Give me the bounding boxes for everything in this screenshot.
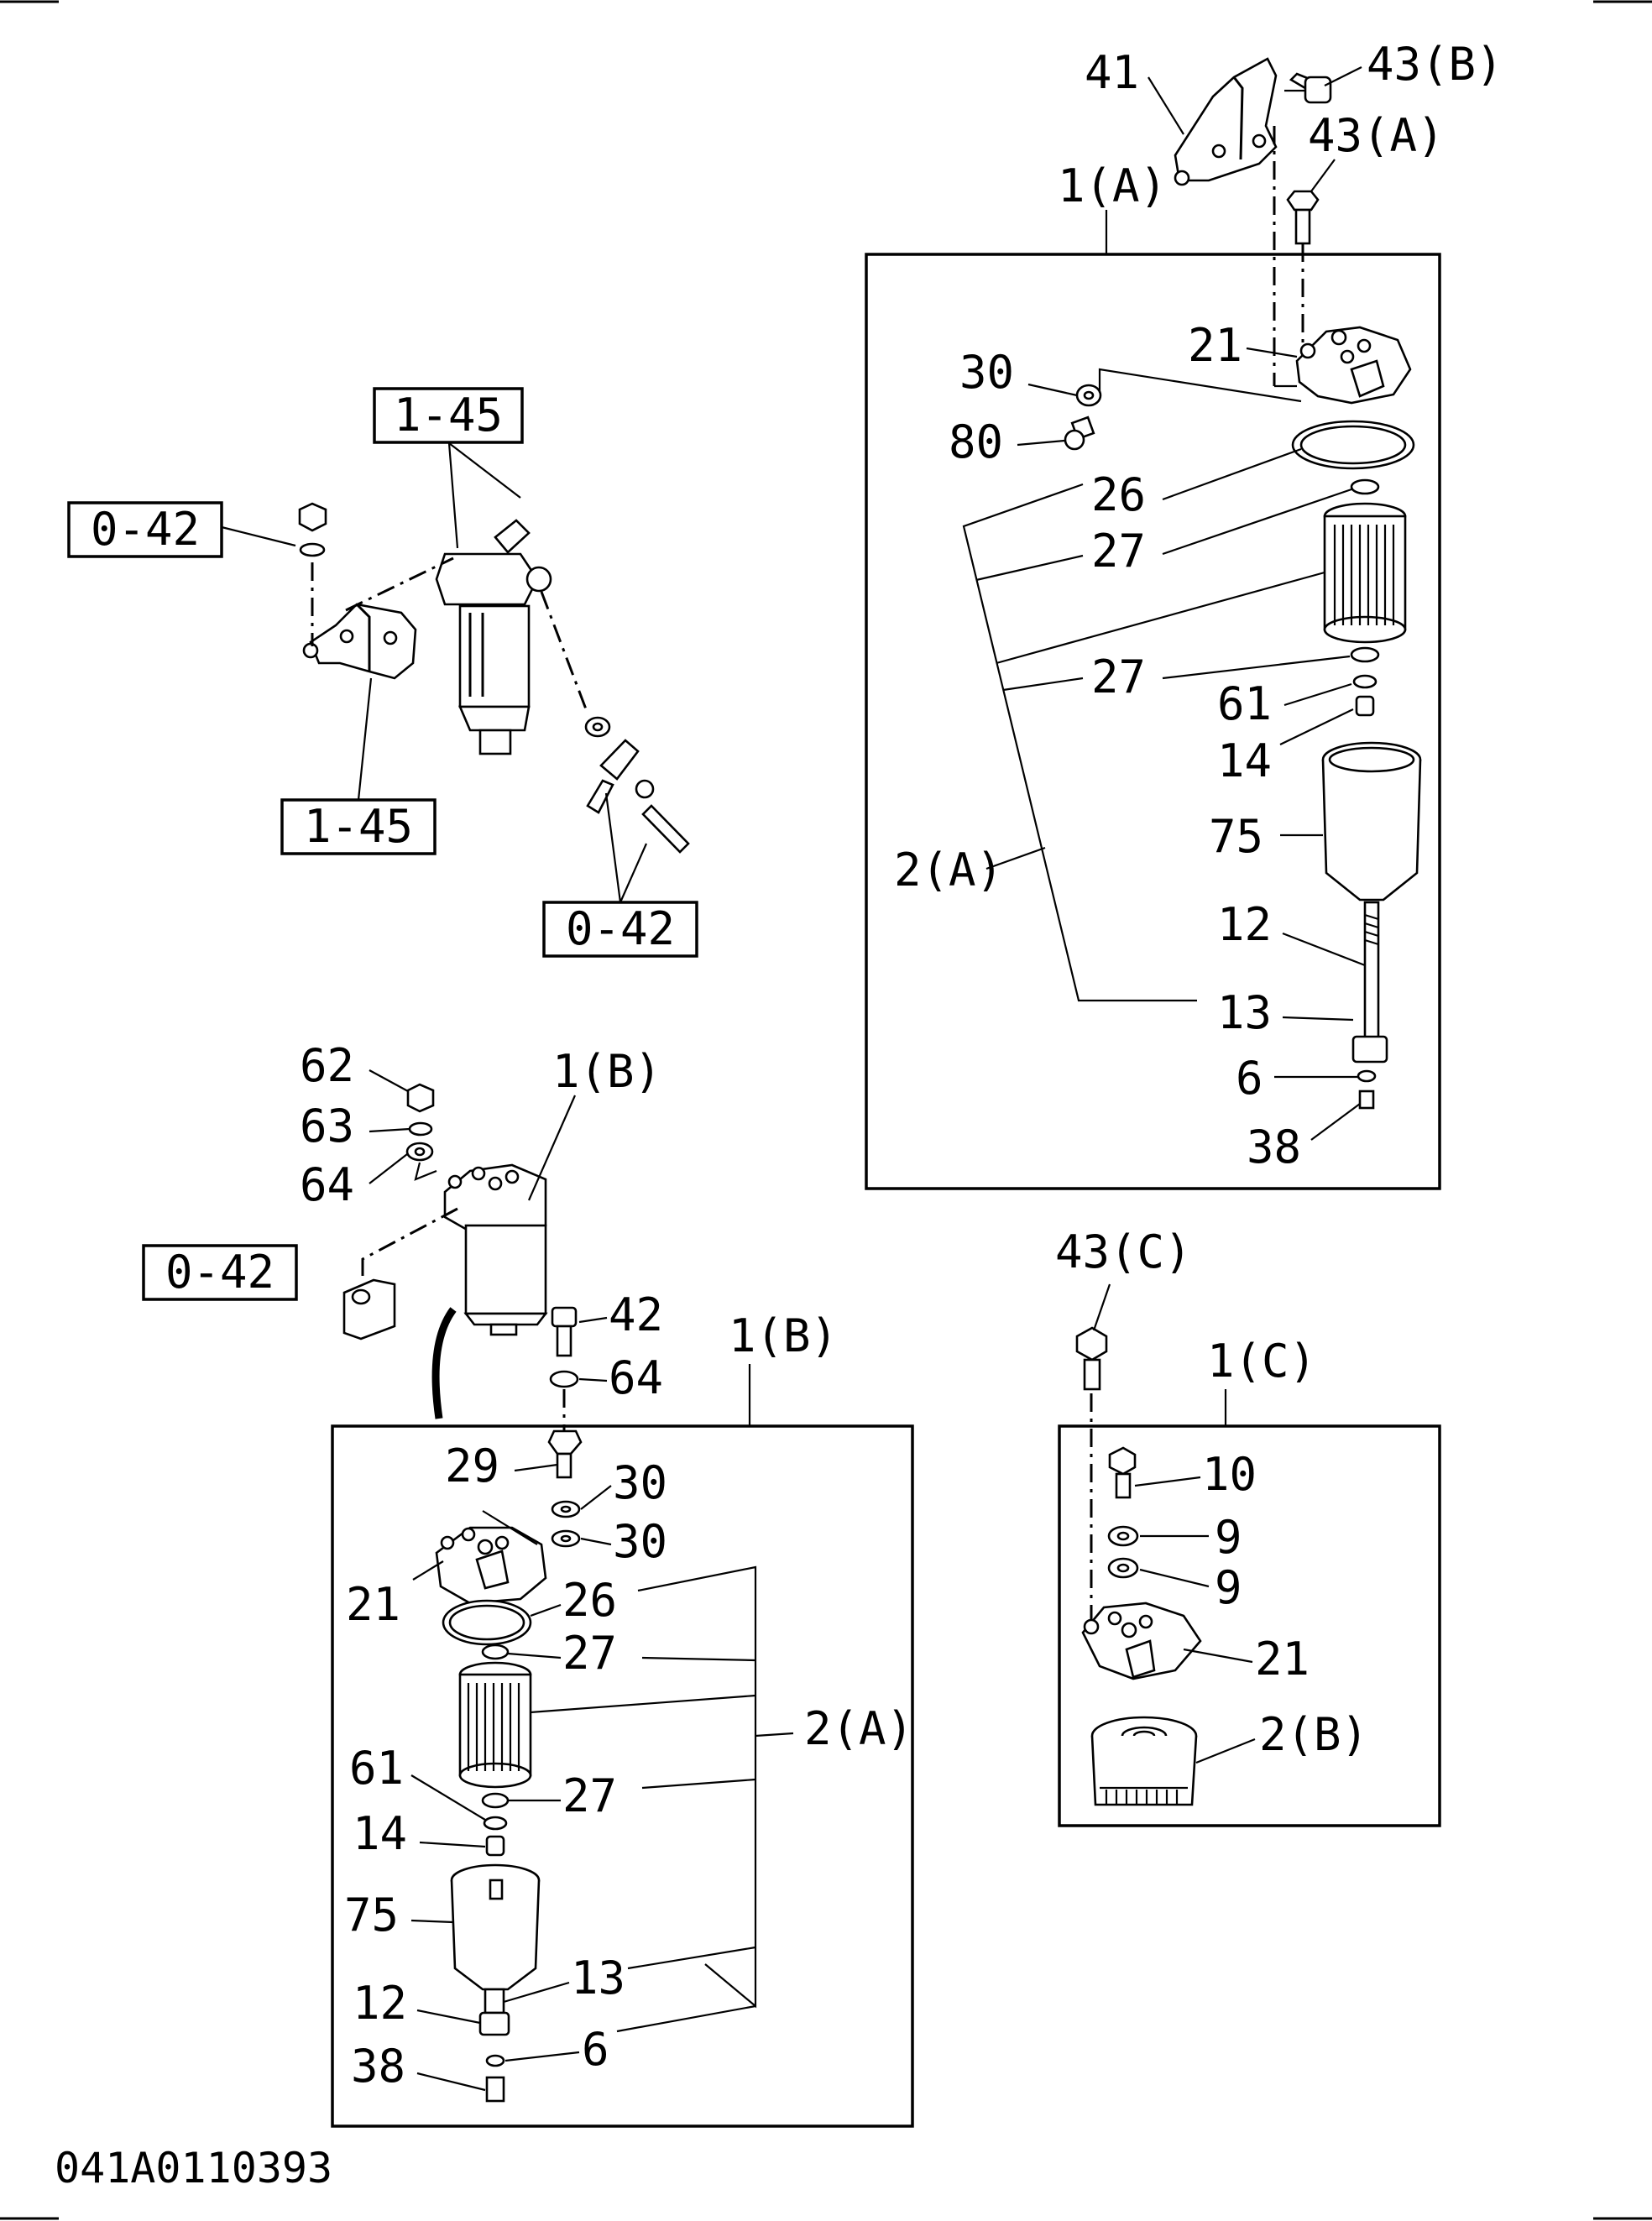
label-26-b: 26 xyxy=(562,1574,617,1627)
label-12-b: 12 xyxy=(353,1977,407,2030)
label-42: 42 xyxy=(609,1288,663,1341)
label-64: 64 xyxy=(300,1158,354,1211)
label-38-b: 38 xyxy=(351,2040,405,2093)
label-43a: 43(A) xyxy=(1308,109,1445,162)
ref-0-42-left: 0-42 xyxy=(91,503,200,556)
section-1b-top-assembly xyxy=(342,1083,548,1419)
label-14: 14 xyxy=(1217,734,1272,787)
ref-box-1-45-bottom: 1-45 xyxy=(280,677,437,855)
label-1b-box: 1(B) xyxy=(729,1309,838,1362)
labels-1a: 41 43(B) 43(A) 1(A) 21 30 80 26 27 27 61… xyxy=(894,38,1503,1173)
label-2a: 2(A) xyxy=(894,844,1003,896)
label-2a-b: 2(A) xyxy=(804,1702,913,1755)
label-30-a: 30 xyxy=(613,1456,667,1509)
label-6-b: 6 xyxy=(582,2023,609,2076)
label-62: 62 xyxy=(300,1039,354,1092)
section-1c xyxy=(1058,1326,1441,1827)
label-6: 6 xyxy=(1236,1052,1263,1105)
label-1a: 1(A) xyxy=(1058,159,1167,212)
label-26: 26 xyxy=(1091,468,1146,521)
ref-1-45-bottom: 1-45 xyxy=(304,800,413,853)
label-13: 13 xyxy=(1217,986,1272,1039)
section-1b xyxy=(331,1306,914,2128)
overview-assembly xyxy=(298,502,690,854)
label-2b: 2(B) xyxy=(1259,1708,1368,1761)
label-1b: 1(B) xyxy=(552,1045,661,1098)
ref-box-1-45-top: 1-45 xyxy=(373,387,524,549)
drawing-code: 041A0110393 xyxy=(55,2144,332,2192)
labels-1b: 62 63 64 1(B) 0-42 42 64 1(B) 29 30 30 2… xyxy=(142,1039,913,2093)
label-61-b: 61 xyxy=(349,1742,404,1795)
label-64-lower: 64 xyxy=(609,1351,663,1404)
ref-box-0-42-left: 0-42 xyxy=(67,501,296,558)
label-43c: 43(C) xyxy=(1055,1225,1192,1278)
label-9-b: 9 xyxy=(1215,1561,1242,1614)
label-75-b: 75 xyxy=(344,1889,399,1941)
ref-0-42-mid: 0-42 xyxy=(165,1246,274,1299)
label-13-b: 13 xyxy=(571,1952,625,2004)
ref-0-42-bottom: 0-42 xyxy=(566,902,675,955)
label-30-b: 30 xyxy=(613,1515,667,1568)
ref-1-45-top: 1-45 xyxy=(394,389,503,442)
label-10: 10 xyxy=(1202,1448,1257,1501)
label-27-top: 27 xyxy=(1091,525,1146,577)
label-21-c: 21 xyxy=(1255,1633,1310,1685)
ref-box-0-42-mid xyxy=(142,1244,298,1301)
label-9-a: 9 xyxy=(1215,1511,1242,1564)
label-61: 61 xyxy=(1217,677,1272,730)
label-75: 75 xyxy=(1209,810,1263,863)
label-1c: 1(C) xyxy=(1207,1335,1316,1387)
label-27-b-bottom: 27 xyxy=(562,1769,617,1822)
element-ribs-a xyxy=(1333,525,1395,625)
label-27-b-top: 27 xyxy=(562,1627,617,1680)
label-12: 12 xyxy=(1217,898,1272,951)
label-30: 30 xyxy=(959,346,1014,399)
label-14-b: 14 xyxy=(353,1807,407,1860)
label-80: 80 xyxy=(949,415,1003,468)
section-1a xyxy=(865,57,1441,1190)
spin-on-ribs xyxy=(1105,1790,1179,1805)
label-43b: 43(B) xyxy=(1367,38,1503,91)
label-21: 21 xyxy=(1188,319,1242,372)
ref-box-0-42-bottom: 0-42 xyxy=(542,792,698,958)
label-21-b: 21 xyxy=(346,1578,400,1631)
label-63: 63 xyxy=(300,1100,354,1152)
label-38: 38 xyxy=(1247,1121,1301,1173)
labels-1c: 43(C) 1(C) 10 9 9 21 2(B) xyxy=(1055,1225,1368,1764)
label-29: 29 xyxy=(445,1440,499,1492)
element-ribs-b xyxy=(467,1683,520,1771)
label-27-bottom: 27 xyxy=(1091,651,1146,703)
label-41: 41 xyxy=(1085,46,1139,99)
